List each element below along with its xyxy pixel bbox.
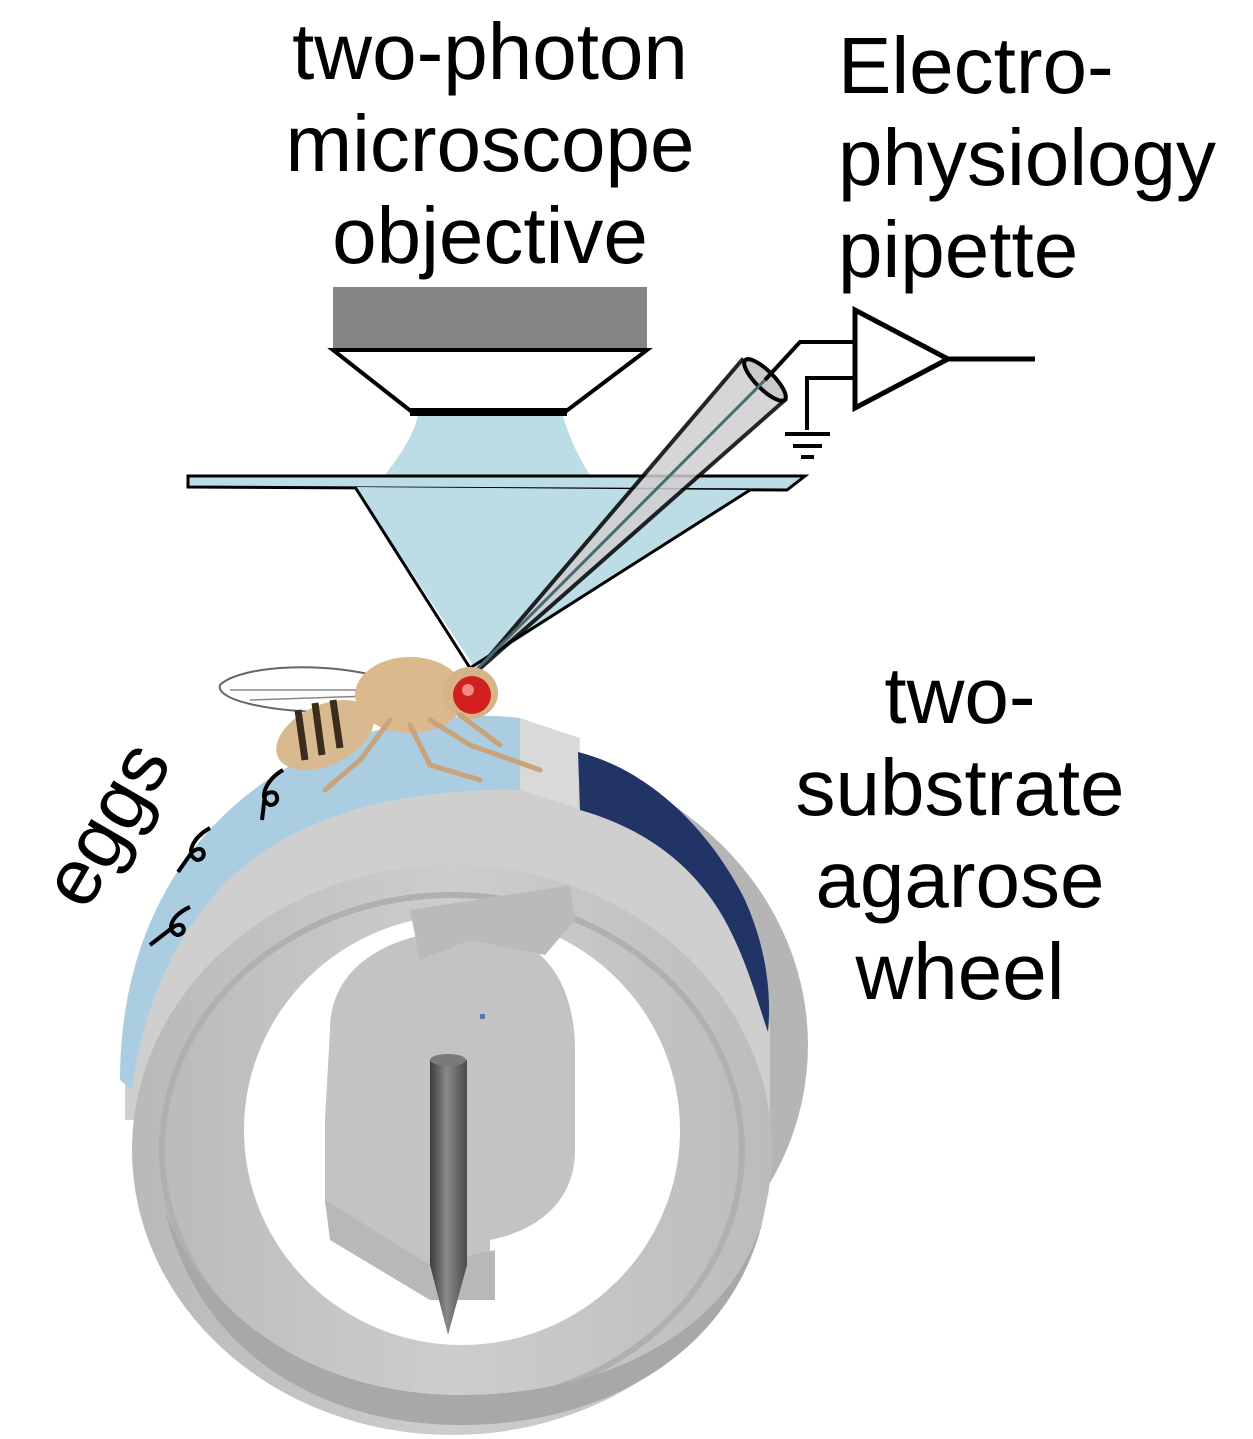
objective-label-line-2: microscope [285, 99, 695, 188]
fly-legs [322, 712, 543, 793]
wheel-axle-pin [430, 1054, 467, 1335]
fly-eye [453, 676, 491, 714]
fly-thorax [355, 657, 465, 733]
pin-tip [430, 1265, 467, 1335]
fly-icon [218, 657, 543, 793]
imaging-plane [186, 474, 810, 492]
wheel-label-line-3: agarose [815, 835, 1105, 924]
egg-icon [176, 826, 212, 874]
egg-icon [148, 905, 191, 947]
pipette-label: Electro- physiology pipette [838, 20, 1216, 296]
center-dot [480, 1014, 485, 1019]
objective-lens-tip [410, 408, 567, 416]
egg-icon [260, 768, 285, 821]
agarose-wheel [124, 744, 808, 1435]
substrate-divider [520, 718, 580, 808]
wheel-label-line-1: two- [884, 651, 1036, 740]
objective-label-line-3: objective [332, 191, 648, 280]
wheel-label: two- substrate agarose wheel [760, 650, 1160, 1018]
pipette-electrode [476, 378, 767, 670]
electrophysiology-pipette [474, 340, 855, 674]
wheel-lower-rim [165, 1210, 765, 1425]
light-beam-upper [383, 416, 592, 478]
amplifier-icon [852, 305, 1035, 413]
substrate-dark [578, 752, 770, 1032]
objective-cone [327, 348, 653, 414]
amplifier-triangle [852, 305, 954, 413]
pipette-label-line-2: physiology [838, 113, 1217, 202]
pipette-label-line-3: pipette [838, 205, 1079, 294]
pin-shaft [430, 1060, 467, 1265]
ground-wire [805, 376, 855, 430]
ground-icon [785, 432, 830, 459]
wheel-label-line-2: substrate [795, 743, 1125, 832]
wheel-spoke-top [410, 885, 575, 960]
pipette-label-line-1: Electro- [838, 21, 1114, 110]
objective-label-line-1: two-photon [292, 7, 688, 96]
eggs-group [148, 768, 285, 947]
light-beam-cone [355, 487, 750, 668]
objective-label: two-photon microscope objective [230, 6, 750, 282]
microscope-objective [327, 287, 653, 416]
substrate-light [120, 715, 520, 1090]
pipette-wire [763, 340, 855, 382]
wheel-label-line-4: wheel [855, 927, 1065, 1016]
objective-body [333, 287, 647, 350]
